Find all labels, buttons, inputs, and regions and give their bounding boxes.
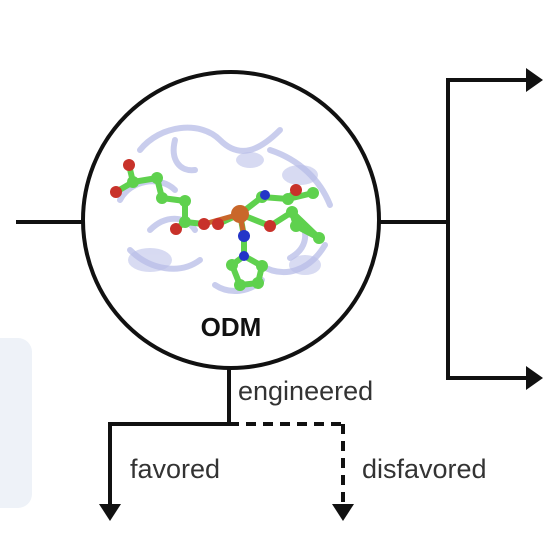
engineered-label: engineered xyxy=(238,376,374,406)
favored-label: favored xyxy=(130,454,221,484)
arrow-down-icon xyxy=(99,422,121,521)
arrow-right-icon xyxy=(446,366,543,390)
center-label: ODM xyxy=(200,312,262,342)
left-panel xyxy=(0,338,32,508)
arrow-right-icon xyxy=(446,68,543,92)
disfavored-label: disfavored xyxy=(362,454,487,484)
arrow-down-icon xyxy=(332,424,354,521)
molecule-structure-icon xyxy=(110,124,333,294)
